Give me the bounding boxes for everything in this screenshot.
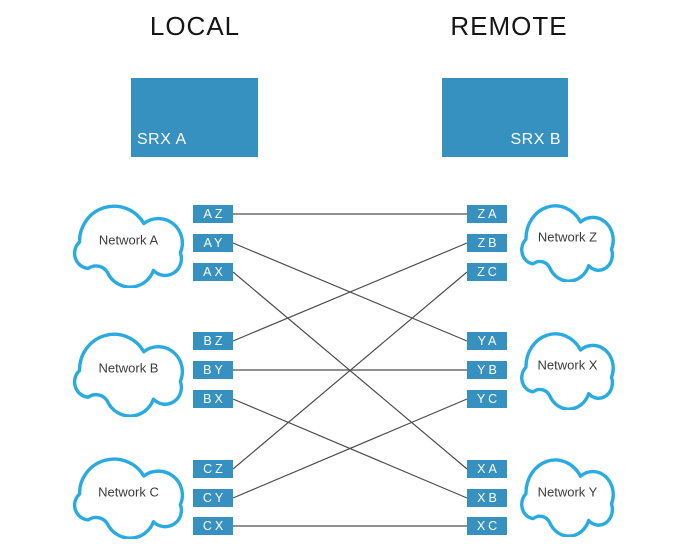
heading-remote: REMOTE [450, 11, 568, 41]
cloud-label: Network Z [537, 229, 598, 245]
cloud-label: Network A [98, 232, 159, 248]
cloud-icon [69, 330, 188, 417]
port-box: YA [467, 332, 507, 350]
port-box: BZ [193, 332, 233, 350]
port-box: ZC [467, 263, 507, 281]
cloud-icon [517, 456, 618, 537]
port-box: XC [467, 517, 507, 535]
network-y-cloud: Network Y [517, 456, 618, 537]
cloud-icon [517, 202, 618, 282]
heading-local: LOCAL [149, 11, 241, 41]
cloud-label: Network Y [537, 484, 598, 500]
port-box: CZ [193, 460, 233, 478]
port-box: CX [193, 517, 233, 535]
cloud-icon [69, 455, 188, 539]
srx-b-label: SRX B [510, 131, 561, 148]
port-box: XA [467, 460, 507, 478]
cloud-label: Network B [98, 360, 159, 376]
srx-b-device-box: SRX B [442, 78, 568, 157]
port-box: ZB [467, 234, 507, 252]
port-box: AZ [193, 205, 233, 223]
port-box: AX [193, 263, 233, 281]
port-box: AY [193, 234, 233, 252]
cloud-icon [69, 202, 188, 288]
cloud-label: Network C [98, 484, 159, 500]
srx-a-label: SRX A [137, 131, 187, 148]
network-b-cloud: Network B [69, 330, 188, 417]
cloud-label: Network X [537, 357, 598, 373]
port-box: YC [467, 390, 507, 408]
port-box: CY [193, 489, 233, 507]
network-a-cloud: Network A [69, 202, 188, 288]
network-c-cloud: Network C [69, 455, 188, 539]
connection-line [232, 242, 468, 342]
port-box: BY [193, 361, 233, 379]
port-box: YB [467, 361, 507, 379]
port-box: XB [467, 489, 507, 507]
cloud-icon [517, 330, 618, 410]
connection-line [232, 398, 468, 499]
network-x-cloud: Network X [517, 330, 618, 410]
port-box: BX [193, 390, 233, 408]
connection-line [232, 271, 468, 470]
port-box: ZA [467, 205, 507, 223]
srx-a-device-box: SRX A [131, 78, 258, 157]
network-z-cloud: Network Z [517, 202, 618, 282]
